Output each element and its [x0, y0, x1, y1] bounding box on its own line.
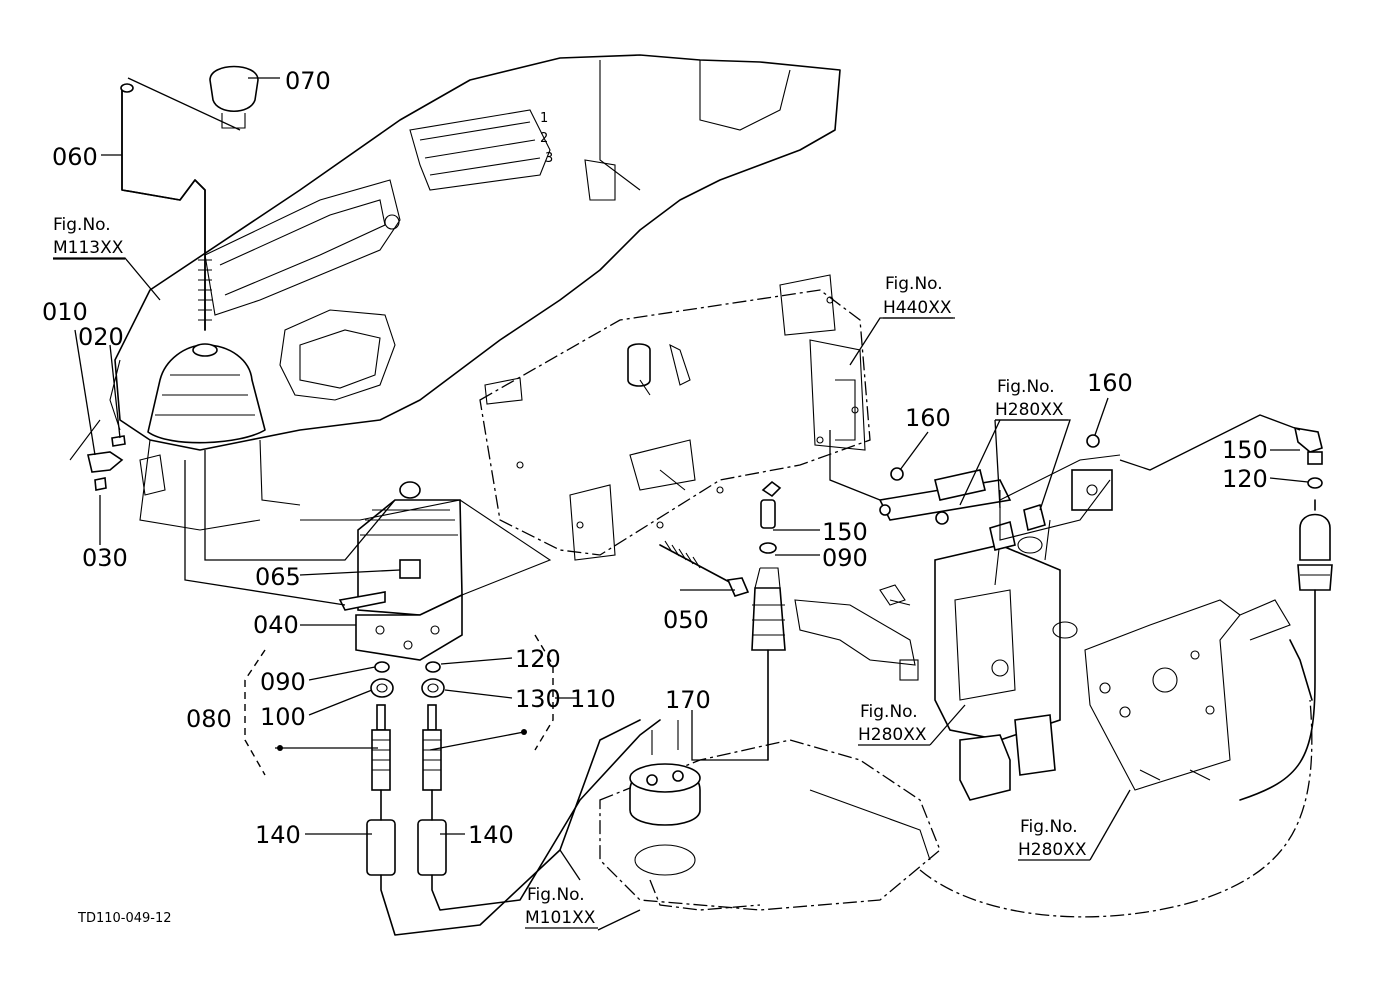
part-label-140-left: 140	[255, 821, 301, 849]
part-label-020: 020	[78, 323, 124, 351]
part-label-080: 080	[186, 705, 232, 733]
part-label-040: 040	[253, 611, 299, 639]
hose-routing	[649, 699, 1313, 918]
leader-lines	[53, 77, 1309, 931]
right-fitting	[1239, 427, 1333, 801]
lever-rod	[120, 83, 212, 331]
svg-text:2: 2	[540, 131, 548, 146]
part-label-050: 050	[663, 606, 709, 634]
fig-ref-h440: H440XX	[883, 298, 952, 318]
figure-references: Fig.No. M113XX Fig.No. H440XX Fig.No. H2…	[53, 215, 1090, 929]
control-valve	[934, 519, 1078, 801]
fig-ref-m113-label: Fig.No.	[53, 215, 111, 235]
part-label-150-right: 150	[1222, 436, 1268, 464]
part-label-120-left: 120	[515, 645, 561, 673]
fig-ref-h280-mid-label: Fig.No.	[860, 702, 918, 722]
frame-plate	[479, 274, 871, 561]
fig-ref-h440-label: Fig.No.	[885, 274, 943, 294]
fig-ref-h280-bottom-label: Fig.No.	[1020, 817, 1078, 837]
fig-ref-m101-label: Fig.No.	[527, 885, 585, 905]
fig-ref-m101: M101XX	[525, 908, 596, 928]
part-label-140-right: 140	[468, 821, 514, 849]
mount-bracket	[794, 584, 919, 681]
svg-text:1: 1	[540, 111, 548, 126]
part-label-065: 065	[255, 563, 301, 591]
linkage	[878, 434, 1121, 551]
fittings-left	[370, 661, 445, 698]
fig-ref-h280-mid: H280XX	[858, 725, 927, 745]
part-label-130: 130	[515, 685, 561, 713]
part-labels: 060 070 010 020 030 065 040 090 080 100 …	[42, 67, 1268, 849]
floor-plate	[599, 739, 941, 911]
part-label-160-right: 160	[1087, 369, 1133, 397]
bolt	[659, 540, 750, 597]
center-fitting	[751, 480, 786, 761]
part-label-100: 100	[260, 703, 306, 731]
pilot-hoses	[366, 704, 661, 936]
drawing-code: TD110-049-12	[77, 911, 172, 926]
fig-ref-m113: M113XX	[53, 238, 124, 258]
fig-ref-h280-bottom: H280XX	[1018, 840, 1087, 860]
valve-mount-plate	[1084, 599, 1291, 791]
part-label-070: 070	[285, 67, 331, 95]
part-label-060: 060	[52, 143, 98, 171]
part-label-110: 110	[570, 685, 616, 713]
part-label-150-center: 150	[822, 518, 868, 546]
pilot-valve	[300, 481, 552, 661]
part-label-090-left: 090	[260, 668, 306, 696]
knob	[209, 65, 259, 129]
svg-text:3: 3	[545, 151, 553, 166]
grommet	[629, 720, 701, 826]
latch-parts	[87, 435, 166, 496]
fig-ref-h280-top-label: Fig.No.	[997, 377, 1055, 397]
part-label-090-right: 090	[822, 544, 868, 572]
joystick-boot	[147, 343, 266, 444]
fig-ref-h280-top: H280XX	[995, 400, 1064, 420]
operator-console: 1 2 3	[69, 54, 841, 531]
part-label-030: 030	[82, 544, 128, 572]
part-label-160-left: 160	[905, 404, 951, 432]
part-label-170: 170	[665, 686, 711, 714]
part-label-010: 010	[42, 298, 88, 326]
part-label-120-right: 120	[1222, 465, 1268, 493]
